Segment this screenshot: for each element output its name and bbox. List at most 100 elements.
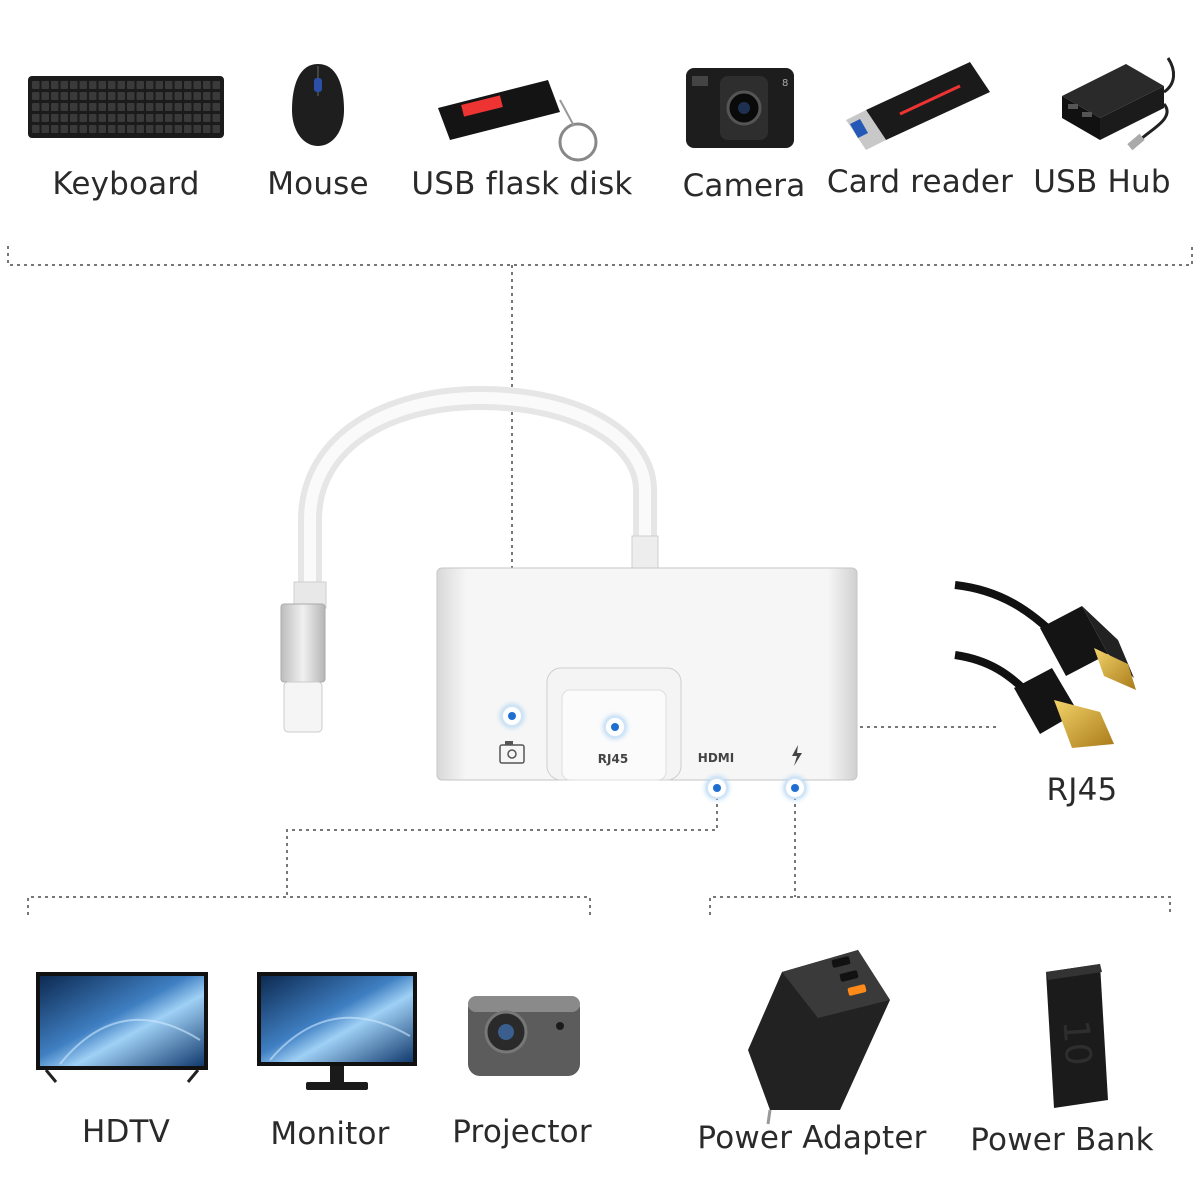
monitor-icon [257, 972, 417, 1090]
keyboard-key [193, 114, 201, 122]
keyboard-key [212, 114, 220, 122]
keyboard-icon [28, 76, 224, 138]
keyboard-key [203, 114, 211, 122]
keyboard-label: Keyboard [52, 166, 200, 202]
keyboard-key [117, 92, 125, 100]
keyboard-key [127, 103, 135, 111]
keyboard-key [155, 125, 163, 133]
keyboard-key [79, 114, 87, 122]
keyboard-key [108, 125, 116, 133]
keyboard-key [184, 103, 192, 111]
keyboard-key [51, 81, 59, 89]
keyboard-key [127, 92, 135, 100]
keyboard-key [203, 125, 211, 133]
keyboard-key [203, 81, 211, 89]
monitor-label: Monitor [270, 1116, 390, 1152]
projector-label: Projector [452, 1114, 592, 1150]
mouse-label: Mouse [267, 166, 369, 202]
keyboard-key [89, 81, 97, 89]
keyboard-key [155, 81, 163, 89]
keyboard-key [89, 103, 97, 111]
keyboard-key [117, 114, 125, 122]
keyboard-key [41, 103, 49, 111]
keyboard-key [155, 103, 163, 111]
keyboard-key [70, 92, 78, 100]
keyboard-key [70, 114, 78, 122]
keyboard-key [212, 81, 220, 89]
lightning-icon [792, 745, 802, 766]
power-port-connector-dot [786, 779, 804, 797]
svg-text:8: 8 [782, 78, 788, 89]
keyboard-key [117, 103, 125, 111]
keyboard-key [174, 92, 182, 100]
keyboard-key [98, 114, 106, 122]
keyboard-key [193, 81, 201, 89]
keyboard-key [212, 125, 220, 133]
keyboard-key [155, 114, 163, 122]
keyboard-key [117, 125, 125, 133]
keyboard-key [165, 125, 173, 133]
keyboard-key [51, 114, 59, 122]
keyboard-key [146, 103, 154, 111]
keyboard-key [60, 114, 68, 122]
keyboard-key [108, 81, 116, 89]
keyboard-key [174, 125, 182, 133]
keyboard-key [98, 103, 106, 111]
keyboard-key [60, 81, 68, 89]
power-adapter-label: Power Adapter [697, 1120, 927, 1156]
keyboard-key [212, 103, 220, 111]
camera-port-icon [499, 741, 525, 764]
keyboard-key [203, 103, 211, 111]
keyboard-key [155, 92, 163, 100]
ethernet-cable-icon [954, 581, 1136, 748]
rj45-port-connector-dot [606, 718, 624, 736]
keyboard-key [117, 81, 125, 89]
keyboard-key [193, 92, 201, 100]
keyboard-key [108, 103, 116, 111]
usb-hub-label: USB Hub [1033, 164, 1171, 200]
keyboard-key [32, 103, 40, 111]
keyboard-key [165, 103, 173, 111]
usb-hub-icon [1062, 57, 1175, 151]
keyboard-key [165, 92, 173, 100]
keyboard-key [146, 81, 154, 89]
hdtv-label: HDTV [81, 1114, 171, 1150]
keyboard-key [146, 92, 154, 100]
keyboard-key [184, 81, 192, 89]
rj45-port-label: RJ45 [597, 752, 629, 766]
keyboard-key [89, 92, 97, 100]
keyboard-key [174, 114, 182, 122]
keyboard-key [41, 81, 49, 89]
keyboard-key [79, 125, 87, 133]
keyboard-key [108, 114, 116, 122]
keyboard-key [203, 92, 211, 100]
keyboard-key [212, 92, 220, 100]
rj45-device-label: RJ45 [1046, 772, 1118, 808]
keyboard-key [60, 103, 68, 111]
hdmi-port-label: HDMI [697, 751, 735, 765]
keyboard-key [70, 81, 78, 89]
keyboard-key [60, 92, 68, 100]
keyboard-key [70, 125, 78, 133]
keyboard-key [32, 114, 40, 122]
camera-port-connector-dot [503, 707, 521, 725]
hdmi-port-connector-dot [708, 779, 726, 797]
usb-flask-disk-label: USB flask disk [411, 166, 633, 202]
power-bank-icon: 10 [1046, 964, 1108, 1108]
keyboard-key [184, 114, 192, 122]
power-line [709, 790, 1171, 915]
keyboard-key [127, 81, 135, 89]
keyboard-key [193, 103, 201, 111]
keyboard-key [51, 92, 59, 100]
keyboard-key [79, 92, 87, 100]
keyboard-key [32, 81, 40, 89]
keyboard-key [41, 125, 49, 133]
lightning-cable [280, 385, 659, 733]
keyboard-key [136, 81, 144, 89]
keyboard-key [127, 125, 135, 133]
hdmi-line [27, 790, 718, 915]
keyboard-key [136, 125, 144, 133]
keyboard-key [60, 125, 68, 133]
keyboard-key [193, 125, 201, 133]
